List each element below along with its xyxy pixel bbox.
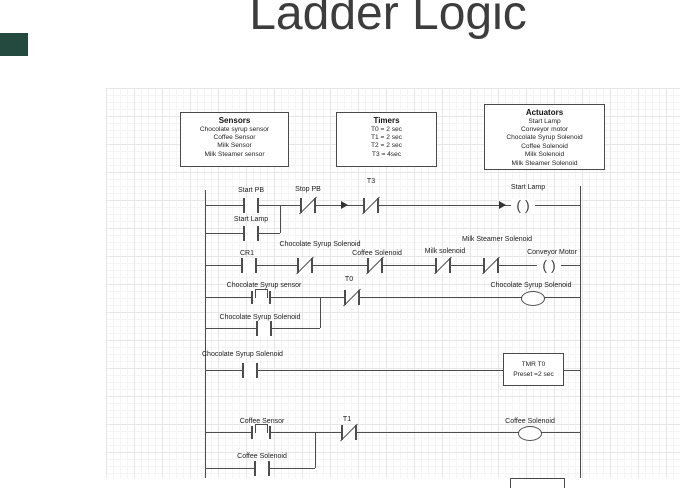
no-contact-coffee-solenoid-seal	[254, 461, 270, 476]
page-title: Ladder Logic	[249, 0, 527, 40]
nc-contact-t0	[343, 288, 361, 307]
rung5-branch-riser	[315, 432, 316, 468]
label-coffee-solenoid-seal: Coffee Solenoid	[237, 453, 287, 460]
label-choc-syrup-solenoid-seal: Chocolate Syrup Solenoid	[219, 314, 301, 321]
nc-contact-t3	[362, 196, 380, 215]
arrow-right-icon	[341, 201, 348, 209]
legend-timers-box: Timers T0 = 2 sec T1 = 2 sec T2 = 2 sec …	[336, 112, 437, 167]
nc-contact-t1	[340, 423, 358, 442]
legend-actuators-item: Coffee Solenoid	[521, 142, 568, 150]
legend-actuators-title: Actuators	[525, 108, 564, 117]
legend-actuators-item: Milk Solenoid	[524, 151, 565, 159]
label-choc-syrup-solenoid-coil: Chocolate Syrup Solenoid	[490, 282, 572, 289]
right-rail	[580, 186, 581, 478]
legend-timers-item: T3 = 4sec	[371, 150, 402, 158]
legend-actuators-item: Milk Steamer Solenoid	[511, 159, 578, 167]
rung2-wire	[205, 265, 580, 266]
label-t3: T3	[366, 178, 376, 185]
label-cr1: CR1	[239, 250, 255, 257]
label-start-pb: Start PB	[237, 187, 265, 194]
accent-rect	[0, 33, 28, 56]
rung1-wire	[205, 205, 580, 206]
nc-contact-stop-pb	[299, 196, 317, 215]
arrow-right-icon	[499, 201, 506, 209]
nc-contact-choc-syrup-solenoid	[296, 256, 314, 275]
coil-start-lamp	[511, 198, 535, 213]
legend-sensors-box: Sensors Chocolate syrup sensor Coffee Se…	[180, 112, 289, 167]
rung4-wire-right	[562, 370, 580, 371]
no-contact-start-lamp-seal	[243, 226, 259, 241]
legend-timers-item: T0 = 2 sec	[371, 125, 402, 133]
label-t0: T0	[344, 276, 354, 283]
legend-timers-item: T1 = 2 sec	[371, 134, 402, 142]
coil-conveyor-motor	[537, 258, 561, 273]
timer-block-t0: TMR T0 Preset =2 sec	[503, 353, 564, 386]
timer-block-preset: Preset =2 sec	[513, 370, 554, 378]
nc-contact-coffee-solenoid	[366, 256, 384, 275]
rung3-branch-riser	[320, 297, 321, 328]
timer-block-title: TMR T0	[521, 360, 546, 368]
label-stop-pb: Stop PB	[295, 186, 321, 193]
legend-actuators-item: Start Lamp	[528, 117, 561, 125]
coil-choc-syrup-solenoid	[521, 291, 545, 306]
coil-coffee-solenoid	[518, 426, 542, 441]
label-choc-syrup-sensor: Chocolate Syrup sensor	[226, 282, 302, 289]
no-contact-start-pb	[243, 198, 259, 213]
label-milk-solenoid-nc: Milk solenoid	[424, 248, 466, 255]
timer-block-cutoff	[510, 478, 565, 488]
legend-actuators-item: Chocolate Syrup Solenoid	[506, 134, 583, 142]
rung5-wire	[205, 432, 580, 433]
sensor-contact-choc-syrup	[251, 289, 271, 305]
label-conveyor-motor: Conveyor Motor	[527, 249, 577, 256]
legend-actuators-box: Actuators Start Lamp Conveyor motor Choc…	[484, 104, 605, 170]
legend-sensors-item: Milk Sensor	[217, 142, 252, 150]
label-milk-steamer-solenoid-nc: Milk Steamer Solenoid	[461, 236, 533, 243]
legend-timers-item: T2 = 2 sec	[371, 142, 402, 150]
rung3-wire	[205, 297, 580, 298]
label-start-lamp-seal: Start Lamp	[233, 216, 269, 223]
sensor-contact-coffee	[251, 424, 271, 440]
legend-sensors-item: Milk Steamer sensor	[204, 150, 265, 158]
legend-sensors-item: Chocolate syrup sensor	[199, 125, 270, 133]
left-rail	[205, 190, 206, 478]
rung4-wire-left	[205, 370, 503, 371]
nc-contact-milk-solenoid	[434, 256, 452, 275]
label-coffee-solenoid-nc: Coffee Solenoid	[352, 250, 402, 257]
nc-contact-milk-steamer-solenoid	[482, 256, 500, 275]
legend-sensors-item: Coffee Sensor	[213, 134, 256, 142]
no-contact-choc-syrup-solenoid-seal	[256, 321, 272, 336]
label-coffee-solenoid-coil: Coffee Solenoid	[505, 418, 555, 425]
rung1-branch-wire	[205, 233, 280, 234]
label-choc-syrup-solenoid-nc: Chocolate Syrup Solenoid	[279, 241, 361, 248]
no-contact-choc-syrup-solenoid	[242, 363, 258, 378]
label-t1: T1	[342, 416, 352, 423]
legend-actuators-item: Conveyor motor	[521, 126, 568, 134]
label-coffee-sensor: Coffee Sensor	[239, 418, 285, 425]
legend-sensors-title: Sensors	[218, 116, 251, 125]
label-start-lamp-coil: Start Lamp	[510, 184, 546, 191]
rung1-branch-riser	[280, 205, 281, 233]
legend-timers-title: Timers	[373, 116, 400, 125]
no-contact-cr1	[241, 258, 257, 273]
label-choc-syrup-solenoid-contact: Chocolate Syrup Solenoid	[202, 351, 283, 358]
